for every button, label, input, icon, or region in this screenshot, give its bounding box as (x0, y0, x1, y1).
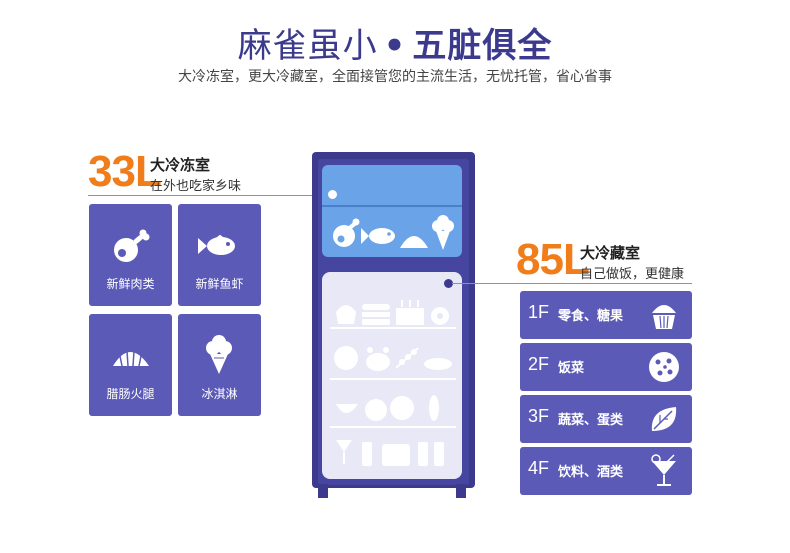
title-dot: • (383, 26, 407, 66)
freezer-item-icecream: 冰淇淋 (178, 314, 261, 416)
freezer-desc: 在外也吃家乡味 (150, 179, 242, 194)
freezer-capacity: 33L (88, 147, 162, 196)
page-subtitle: 大冷冻室，更大冷藏室，全面接管您的主流生活，无忧托管，省心省事 (178, 69, 612, 85)
tile-label: 新鲜鱼虾 (195, 277, 244, 291)
freezer-shelf (322, 205, 462, 207)
freezer-item-fish: 新鲜鱼虾 (178, 204, 261, 306)
freezer-leader-line (88, 195, 332, 196)
fish-icon (198, 234, 235, 255)
fridge-leg-left (318, 484, 328, 498)
pizza-icon (649, 352, 679, 382)
freezer-item-sausage: 腊肠火腿 (89, 314, 172, 416)
fridge-leg-right (456, 484, 466, 498)
meat-icon (114, 229, 150, 262)
freezer-food-icons (333, 215, 454, 250)
cupcake-icon (652, 305, 676, 329)
fridge-shelf (330, 327, 456, 329)
fresh-capacity: 85L (516, 235, 590, 284)
floor-label: 饮料、酒类 (558, 465, 624, 480)
floor-label: 蔬菜、蛋类 (558, 413, 624, 428)
floor-label: 饭菜 (558, 361, 585, 376)
page-title: 麻雀虽小•五脏俱全 (0, 18, 790, 67)
fresh-name: 大冷藏室 (580, 244, 641, 262)
fresh-food-icons (334, 300, 452, 466)
fresh-shelf-1f: 1F 零食、糖果 (520, 291, 692, 339)
freezer-pointer-dot (328, 190, 337, 199)
floor-number: 4F (528, 458, 550, 478)
floor-label: 零食、糖果 (558, 309, 624, 324)
floor-number: 2F (528, 354, 550, 374)
floor-number: 3F (528, 406, 550, 426)
fridge-shelf (330, 426, 456, 428)
drink-icon (651, 454, 676, 486)
fresh-shelf-4f: 4F 饮料、酒类 (520, 447, 692, 495)
sausage-icon (113, 350, 149, 367)
leaf-icon (651, 407, 677, 431)
title-light: 麻雀虽小 (237, 26, 378, 66)
fresh-pointer-dot (444, 279, 453, 288)
fresh-shelf-2f: 2F 饭菜 (520, 343, 692, 391)
freezer-name: 大冷冻室 (150, 156, 211, 174)
fresh-desc: 自己做饭，更健康 (580, 267, 685, 282)
icecream-icon (206, 335, 232, 374)
tile-label: 冰淇淋 (201, 387, 238, 401)
tile-label: 新鲜肉类 (106, 277, 155, 291)
floor-number: 1F (528, 302, 550, 322)
fresh-leader-line (452, 283, 692, 284)
tile-label: 腊肠火腿 (106, 387, 155, 401)
fresh-shelf-3f: 3F 蔬菜、蛋类 (520, 395, 692, 443)
title-bold: 五脏俱全 (412, 26, 553, 66)
fridge-shelf (330, 378, 456, 380)
freezer-item-meat: 新鲜肉类 (89, 204, 172, 306)
